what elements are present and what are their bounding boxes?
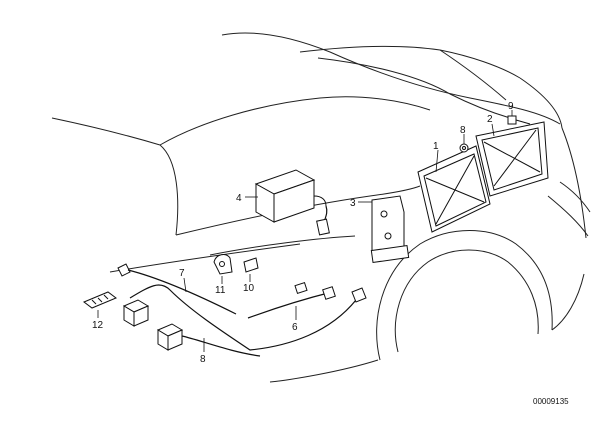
- document-number: 00009135: [533, 397, 569, 406]
- terminal-strip: [83, 291, 117, 318]
- bracket-hole-2: [384, 232, 392, 240]
- control-unit-connector: [313, 195, 327, 207]
- wheel-arch-inner: [394, 249, 539, 353]
- nut: [459, 134, 469, 153]
- leader-7: [183, 277, 187, 293]
- interior-window-line: [159, 96, 431, 146]
- callouts: 1 2 3 4 9 8 11 10 7 6 8 12: [92, 101, 514, 365]
- rear-window-line: [317, 57, 511, 119]
- cable-8-main: [129, 284, 357, 351]
- cable-6-line: [247, 291, 333, 319]
- cable-7-line: [127, 269, 237, 315]
- callout-2: 2: [487, 114, 493, 125]
- trunk-lid-edge: [519, 77, 563, 129]
- cover-cross-2: [493, 129, 537, 187]
- connector-housing-b: [156, 323, 261, 357]
- panel-frame-outer: [417, 145, 491, 233]
- parcel-shelf-line: [175, 185, 421, 236]
- callout-8: 8: [200, 354, 206, 365]
- sill-line: [269, 359, 379, 383]
- callout-6: 6: [292, 322, 298, 333]
- interior-pillar-curve: [159, 144, 179, 236]
- callout-10: 10: [243, 283, 255, 294]
- grommet-body: [243, 257, 259, 273]
- callout-9: 9: [508, 101, 514, 112]
- cable-8: [129, 284, 367, 352]
- cable-6-connector-b: [322, 286, 336, 300]
- control-unit: [245, 169, 330, 236]
- terminal-strip-slot-2: [97, 297, 103, 303]
- mounting-bracket: [358, 195, 410, 264]
- rear-quarter-line: [561, 127, 587, 239]
- lower-body-line: [209, 235, 356, 256]
- housing-b-lead: [181, 335, 261, 357]
- connector-housing-a: [122, 299, 150, 327]
- bolt: [507, 110, 531, 125]
- bracket-base: [370, 244, 410, 264]
- panel-frame-inner: [423, 153, 487, 227]
- rear-window-top: [299, 45, 521, 79]
- interior-pillar-left: [51, 117, 161, 146]
- cable-7-end: [117, 263, 131, 277]
- rear-quarter-line-2: [547, 195, 589, 237]
- nut-body: [459, 143, 469, 153]
- panel-frame: [417, 145, 491, 233]
- trunk-edge: [439, 49, 507, 101]
- cable-6-connector-a: [294, 282, 308, 294]
- leader-2: [491, 123, 495, 137]
- cable-6: [247, 282, 336, 320]
- floor-line: [109, 243, 301, 273]
- leader-1: [435, 149, 439, 173]
- bolt-shank: [515, 119, 531, 125]
- control-unit-plug: [316, 218, 330, 236]
- car-body-outline: [51, 32, 591, 383]
- callout-8-top: 8: [460, 125, 466, 136]
- cover-plate-outer: [475, 121, 549, 197]
- panel-cross-2: [435, 155, 475, 225]
- clip-body: [213, 254, 233, 275]
- callout-12: 12: [92, 320, 104, 331]
- callout-3: 3: [350, 198, 356, 209]
- terminal-strip-slot-1: [91, 299, 97, 305]
- rear-bumper-line: [551, 273, 585, 331]
- callout-7: 7: [179, 268, 185, 279]
- grommet: [243, 257, 259, 282]
- cover-plate-inner: [481, 127, 543, 191]
- cable-7: [117, 263, 237, 315]
- rear-quarter-line-3: [559, 181, 591, 213]
- callout-11: 11: [215, 285, 226, 296]
- nut-hole: [462, 146, 466, 150]
- wheel-arch-outer: [376, 230, 553, 361]
- callout-4: 4: [236, 193, 242, 204]
- callout-1: 1: [433, 141, 439, 152]
- cover-cross-1: [483, 141, 541, 173]
- bolt-head: [507, 115, 517, 125]
- housing-a-side: [133, 305, 149, 327]
- housing-b-side: [167, 329, 183, 351]
- terminal-strip-slot-3: [103, 294, 109, 300]
- clip: [213, 254, 233, 284]
- bracket-hole-1: [380, 210, 388, 218]
- roof-line: [221, 32, 561, 125]
- cover-plate: [475, 121, 549, 197]
- clip-hole: [219, 261, 225, 267]
- cable-8-plug: [351, 287, 367, 303]
- control-unit-side: [273, 179, 315, 223]
